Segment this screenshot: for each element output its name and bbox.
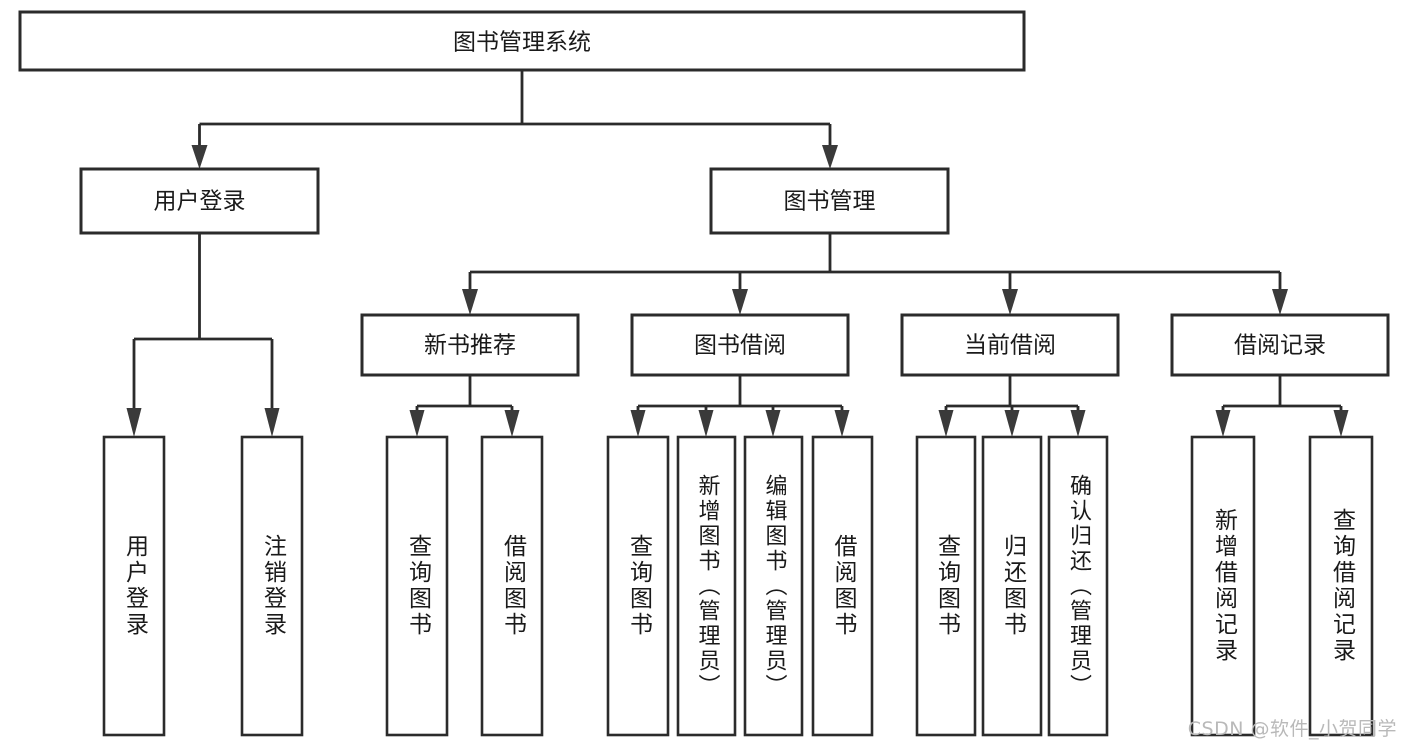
arrowhead-edit-book-admin xyxy=(765,410,781,437)
node-leaf-edit-book-admin-box[interactable] xyxy=(743,435,804,737)
node-new-book-recommend-label: 新书推荐 xyxy=(424,333,516,359)
node-current-borrow-label: 当前借阅 xyxy=(964,333,1056,359)
arrowhead-borrow-record xyxy=(1272,289,1288,315)
node-user-login-label: 用户登录 xyxy=(154,189,246,215)
arrowhead-user-login xyxy=(191,145,208,169)
node-leaf-query-borrow-record[interactable] xyxy=(1308,435,1374,737)
arrowhead-query-book-3 xyxy=(938,410,954,437)
node-leaf-borrow-book-1[interactable] xyxy=(480,435,544,737)
node-borrow-record[interactable]: 借阅记录 xyxy=(1170,313,1390,377)
connector-group-book-borrow-to-leaves xyxy=(630,375,850,437)
arrowhead-leaf-logout xyxy=(264,408,280,437)
node-user-login-box[interactable] xyxy=(79,167,320,235)
node-leaf-query-book-3[interactable] xyxy=(915,435,977,737)
node-user-login[interactable]: 用户登录 xyxy=(79,167,320,235)
node-book-manage-box[interactable] xyxy=(709,167,950,235)
connector-group-current-borrow-to-leaves xyxy=(938,375,1086,437)
node-leaf-query-book-1[interactable] xyxy=(385,435,449,737)
connector-group-borrow-record-to-leaves xyxy=(1215,375,1349,437)
node-book-borrow-box[interactable] xyxy=(630,313,850,377)
arrowhead-query-borrow-record xyxy=(1333,410,1349,437)
node-leaf-confirm-return-admin[interactable] xyxy=(1047,435,1109,737)
node-leaf-query-borrow-record-box[interactable] xyxy=(1308,435,1374,737)
node-leaf-query-book-2[interactable] xyxy=(606,435,670,737)
node-borrow-record-box[interactable] xyxy=(1170,313,1390,377)
arrowhead-query-book-1 xyxy=(409,410,425,437)
connector-group-user-login-to-leaves xyxy=(126,233,280,437)
arrowhead-query-book-2 xyxy=(630,410,646,437)
node-book-borrow[interactable]: 图书借阅 xyxy=(630,313,850,377)
node-borrow-record-label: 借阅记录 xyxy=(1234,333,1326,359)
node-leaf-query-book-1-box[interactable] xyxy=(385,435,449,737)
node-leaf-user-login-box[interactable] xyxy=(102,435,166,737)
node-leaf-confirm-return-admin-box[interactable] xyxy=(1047,435,1109,737)
connector-group-root-to-level2 xyxy=(191,70,838,169)
node-leaf-borrow-book-2-box[interactable] xyxy=(811,435,874,737)
node-leaf-return-book-box[interactable] xyxy=(981,435,1043,737)
node-root-label: 图书管理系统 xyxy=(453,30,591,56)
arrowhead-return-book xyxy=(1004,410,1020,437)
arrowhead-current-borrow xyxy=(1002,289,1018,315)
arrowhead-borrow-book-2 xyxy=(834,410,850,437)
node-leaf-user-login[interactable] xyxy=(102,435,166,737)
arrowhead-confirm-return-admin xyxy=(1070,410,1086,437)
node-book-manage-label: 图书管理 xyxy=(784,189,876,215)
arrowhead-leaf-user-login xyxy=(126,408,142,437)
node-root-box[interactable] xyxy=(18,10,1026,72)
node-leaf-add-borrow-record[interactable] xyxy=(1190,435,1256,737)
node-leaf-add-book-admin-box[interactable] xyxy=(676,435,737,737)
arrowhead-new-book-recommend xyxy=(462,289,478,315)
node-current-borrow[interactable]: 当前借阅 xyxy=(900,313,1120,377)
node-leaf-logout[interactable] xyxy=(240,435,304,737)
arrowhead-add-borrow-record xyxy=(1215,410,1231,437)
node-current-borrow-box[interactable] xyxy=(900,313,1120,377)
arrowhead-borrow-book-1 xyxy=(504,410,520,437)
node-root[interactable]: 图书管理系统 xyxy=(18,10,1026,72)
node-leaf-logout-box[interactable] xyxy=(240,435,304,737)
node-leaf-query-book-3-box[interactable] xyxy=(915,435,977,737)
arrowhead-book-manage xyxy=(822,145,838,169)
node-leaf-borrow-book-2[interactable] xyxy=(811,435,874,737)
node-leaf-add-book-admin[interactable] xyxy=(676,435,737,737)
node-leaf-add-borrow-record-box[interactable] xyxy=(1190,435,1256,737)
connector-group-new-book-recommend-to-leaves xyxy=(409,375,520,437)
arrowhead-book-borrow xyxy=(732,289,748,315)
node-new-book-recommend[interactable]: 新书推荐 xyxy=(360,313,580,377)
node-leaf-borrow-book-1-box[interactable] xyxy=(480,435,544,737)
node-book-borrow-label: 图书借阅 xyxy=(694,333,786,359)
arrowhead-add-book-admin xyxy=(698,410,714,437)
node-leaf-return-book[interactable] xyxy=(981,435,1043,737)
node-book-manage[interactable]: 图书管理 xyxy=(709,167,950,235)
node-new-book-recommend-box[interactable] xyxy=(360,313,580,377)
connector-group-book-manage-to-level3 xyxy=(462,233,1288,315)
node-leaf-edit-book-admin[interactable] xyxy=(743,435,804,737)
node-leaf-query-book-2-box[interactable] xyxy=(606,435,670,737)
